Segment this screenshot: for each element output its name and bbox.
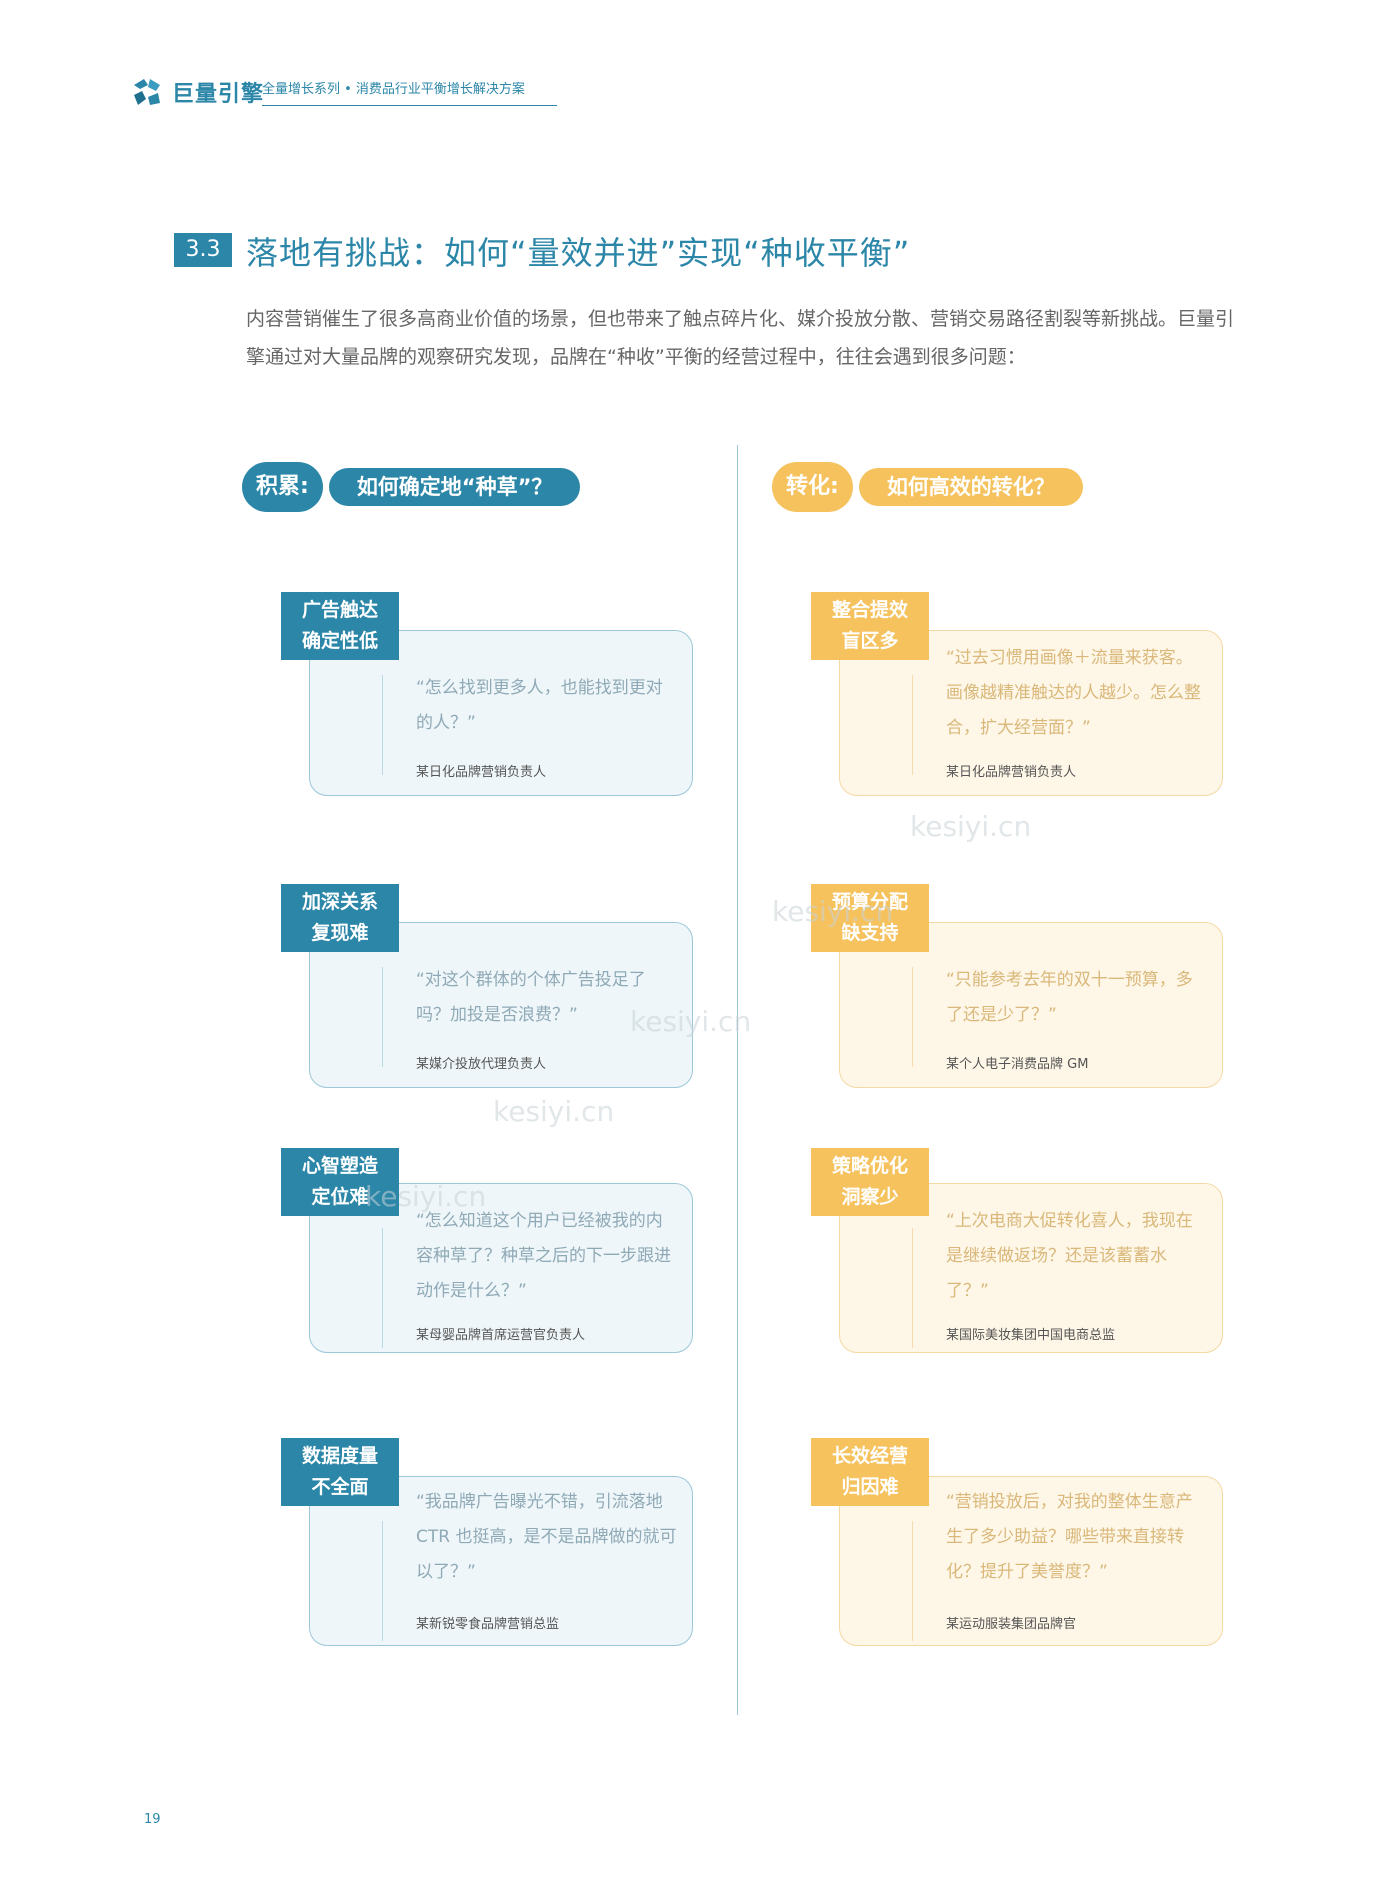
tag-line: 心智塑造 — [301, 1155, 378, 1177]
card-tag: 数据度量 不全面 — [281, 1438, 399, 1506]
card-tag: 长效经营 归因难 — [811, 1438, 929, 1506]
card-tag: 整合提效 盲区多 — [811, 592, 929, 660]
card-source: 某新锐零食品牌营销总监 — [416, 1617, 560, 1632]
quote-bar — [382, 675, 383, 775]
tag-line: 长效经营 — [831, 1445, 908, 1467]
challenge-card: “怎么知道这个用户已经被我的内容种草了？种草之后的下一步跟进动作是什么？” 某母… — [309, 1183, 693, 1353]
watermark: kesiyi.cn — [493, 1095, 615, 1128]
tag-line: 预算分配 — [831, 891, 908, 913]
intro-paragraph: 内容营销催生了很多高商业价值的场景，但也带来了触点碎片化、媒介投放分散、营销交易… — [246, 308, 1235, 368]
header-subtitle: 全量增长系列 • 消费品行业平衡增长解决方案 — [262, 78, 557, 106]
watermark: kesiyi.cn — [772, 895, 894, 928]
challenge-card: “上次电商大促转化喜人，我现在是继续做返场？还是该蓄蓄水了？” 某国际美妆集团中… — [839, 1183, 1223, 1353]
section-title: 落地有挑战：如何“量效并进”实现“种收平衡” — [246, 234, 911, 272]
card-quote: “上次电商大促转化喜人，我现在是继续做返场？还是该蓄蓄水了？” — [946, 1211, 1193, 1301]
quote-bar — [382, 967, 383, 1067]
quote-bar — [912, 1521, 913, 1641]
tag-line: 整合提效 — [831, 599, 908, 621]
tag-line: 归因难 — [841, 1476, 899, 1498]
card-quote: “怎么知道这个用户已经被我的内容种草了？种草之后的下一步跟进动作是什么？” — [416, 1211, 671, 1301]
card-tag: 预算分配 缺支持 — [811, 884, 929, 952]
left-label: 积累: — [242, 462, 323, 512]
tag-line: 不全面 — [311, 1476, 369, 1498]
tag-line: 盲区多 — [841, 630, 899, 652]
card-quote: “怎么找到更多人，也能找到更对的人？” — [416, 678, 663, 733]
tag-line: 复现难 — [311, 922, 369, 944]
card-source: 某个人电子消费品牌 GM — [946, 1057, 1089, 1072]
right-label: 转化: — [772, 462, 853, 512]
left-question: 如何确定地“种草”？ — [328, 468, 581, 506]
tag-line: 确定性低 — [301, 630, 378, 652]
quote-bar — [382, 1228, 383, 1348]
card-tag: 广告触达 确定性低 — [281, 592, 399, 660]
tag-line: 数据度量 — [301, 1445, 378, 1467]
tag-line: 定位难 — [311, 1186, 369, 1208]
card-quote: “我品牌广告曝光不错，引流落地 CTR 也挺高，是不是品牌做的就可以了？” — [416, 1492, 677, 1582]
tag-line: 加深关系 — [301, 891, 378, 913]
card-quote: “营销投放后，对我的整体生意产生了多少助益？哪些带来直接转化？提升了美誉度？” — [946, 1492, 1193, 1582]
card-source: 某日化品牌营销负责人 — [416, 765, 547, 780]
tag-line: 广告触达 — [301, 599, 378, 621]
card-tag: 心智塑造 定位难 — [281, 1148, 399, 1216]
watermark: kesiyi.cn — [365, 1180, 487, 1213]
section-number: 3.3 — [174, 233, 232, 267]
card-quote: “对这个群体的个体广告投足了吗？加投是否浪费？” — [416, 970, 646, 1025]
card-quote: “过去习惯用画像＋流量来获客。画像越精准触达的人越少。怎么整合，扩大经营面？” — [946, 648, 1201, 738]
tag-line: 缺支持 — [841, 922, 899, 944]
quote-bar — [912, 967, 913, 1067]
card-source: 某运动服装集团品牌官 — [946, 1617, 1077, 1632]
card-source: 某日化品牌营销负责人 — [946, 765, 1077, 780]
quote-bar — [382, 1521, 383, 1641]
logo-icon — [134, 79, 160, 105]
card-tag: 策略优化 洞察少 — [811, 1148, 929, 1216]
card-source: 某国际美妆集团中国电商总监 — [946, 1328, 1116, 1343]
logo-text: 巨量引擎 — [172, 82, 265, 107]
left-heading: 积累: 如何确定地“种草”？ — [242, 462, 581, 512]
quote-bar — [912, 675, 913, 775]
brand-logo: 巨量引擎 — [130, 75, 264, 109]
card-source: 某媒介投放代理负责人 — [416, 1057, 547, 1072]
page-number: 19 — [144, 1812, 161, 1827]
card-tag: 加深关系 复现难 — [281, 884, 399, 952]
right-heading: 转化: 如何高效的转化？ — [772, 462, 1083, 512]
tag-line: 洞察少 — [841, 1186, 899, 1208]
card-source: 某母婴品牌首席运营官负责人 — [416, 1328, 586, 1343]
watermark: kesiyi.cn — [630, 1005, 752, 1038]
column-divider — [737, 445, 738, 1715]
card-quote: “只能参考去年的双十一预算，多了还是少了？” — [946, 970, 1193, 1025]
quote-bar — [912, 1228, 913, 1348]
watermark: kesiyi.cn — [910, 810, 1032, 843]
right-question: 如何高效的转化？ — [858, 468, 1083, 506]
tag-line: 策略优化 — [831, 1155, 908, 1177]
